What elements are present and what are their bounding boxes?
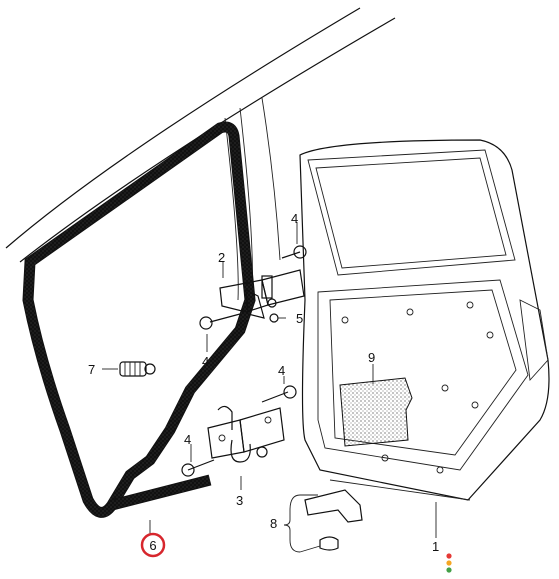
rear-door-part: [299, 139, 550, 501]
highlight-ring: [140, 532, 166, 558]
lower-hinge-part: [207, 405, 285, 463]
callout-2: 2: [218, 250, 225, 265]
bolt-part: [181, 245, 307, 477]
callout-4-low: 4: [184, 432, 191, 447]
status-dot-green: [446, 567, 452, 573]
leader-lines: [102, 222, 437, 553]
car-body-outline: [5, 7, 396, 301]
callout-1: 1: [432, 539, 439, 554]
check-strap-part: [304, 489, 363, 551]
callout-9: 9: [368, 350, 375, 365]
upper-hinge-part: [219, 269, 305, 319]
plug-part: [119, 361, 156, 377]
callout-8: 8: [270, 516, 277, 531]
insulation-pad-part: [339, 377, 413, 447]
callout-4-left: 4: [202, 354, 209, 369]
callout-4-top: 4: [291, 211, 298, 226]
status-dot-red: [446, 553, 452, 559]
nut-part: [269, 313, 279, 323]
traffic-light-dots-icon: [446, 553, 452, 573]
door-seal-part: [22, 121, 256, 518]
status-dot-amber: [446, 560, 452, 566]
callout-3: 3: [236, 493, 243, 508]
callout-5: 5: [296, 311, 303, 326]
highlighted-callout-6[interactable]: 6: [140, 532, 166, 558]
callout-4-mid: 4: [278, 363, 285, 378]
callout-7: 7: [88, 362, 95, 377]
callout-labels: 1 2 3 4 4 4 4 5 7 8 9: [88, 211, 439, 554]
callout-6: 6: [149, 538, 156, 553]
